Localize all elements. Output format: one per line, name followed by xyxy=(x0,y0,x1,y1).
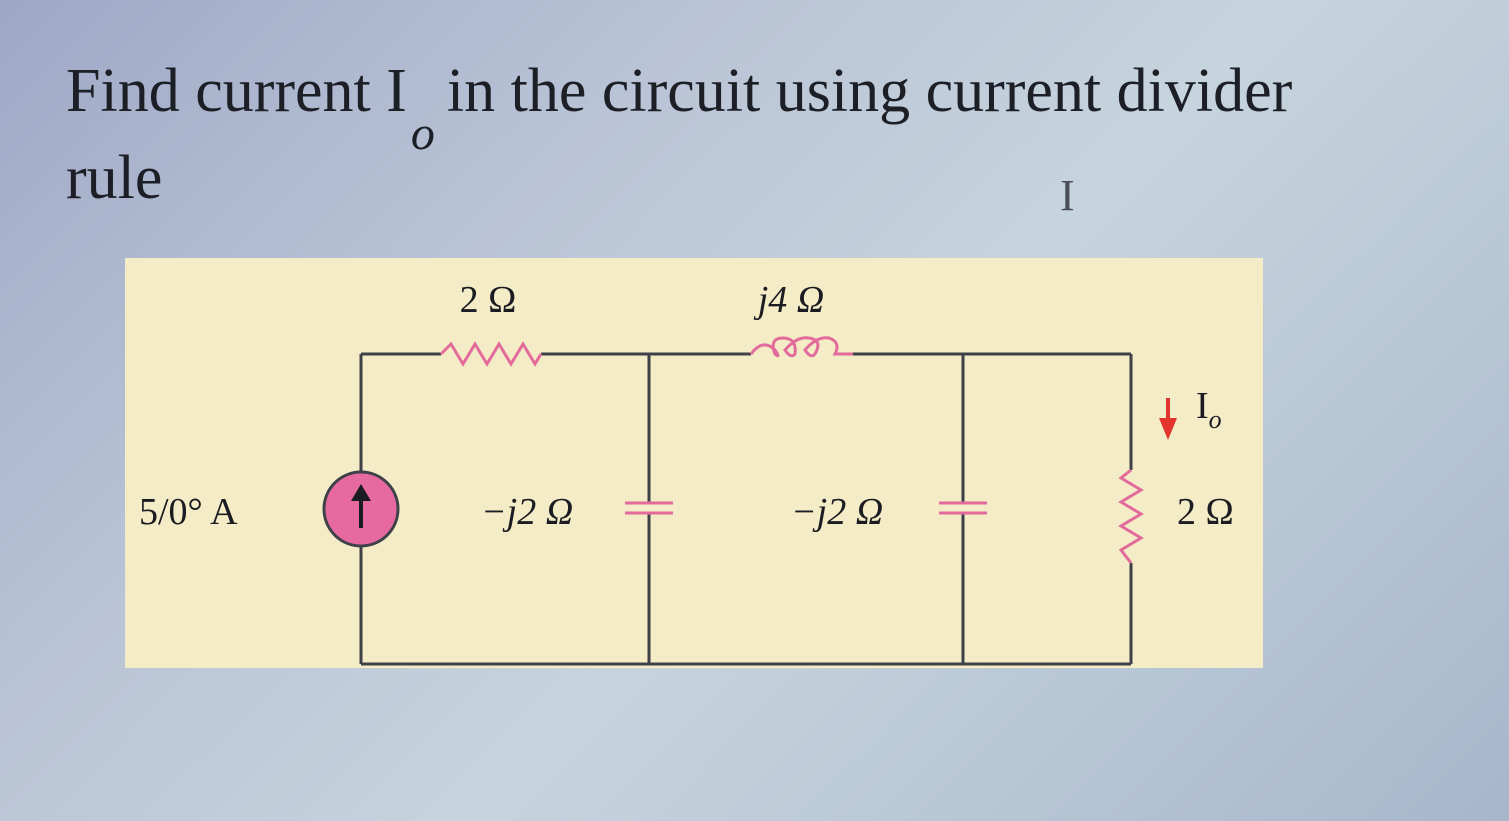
circuit-diagram: 2 Ω j4 Ω 5/0° A −j2 Ω −j2 Ω Io 2 Ω xyxy=(139,279,1234,666)
capacitor2-label: −j2 Ω xyxy=(791,491,883,533)
capacitor2-symbol xyxy=(939,501,987,515)
question-text: Find current Ioin the circuit using curr… xyxy=(66,50,1486,219)
current-label-subscript: o xyxy=(1209,405,1222,434)
current-label: Io xyxy=(1196,385,1222,434)
resistor-right-symbol xyxy=(1118,468,1144,564)
inductor-symbol xyxy=(749,336,853,358)
question-line2: rule xyxy=(66,144,163,212)
circuit-figure: 2 Ω j4 Ω 5/0° A −j2 Ω −j2 Ω Io 2 Ω xyxy=(125,258,1263,668)
resistor-right-label: 2 Ω xyxy=(1177,491,1234,533)
circuit-wires xyxy=(359,352,1133,666)
source-label: 5/0° A xyxy=(139,491,238,533)
resistor-top-label: 2 Ω xyxy=(460,279,517,321)
inductor-label: j4 Ω xyxy=(753,279,825,321)
question-suffix: in the circuit using current divider xyxy=(446,57,1293,125)
text-cursor-icon: I xyxy=(1060,171,1075,220)
source-arrow-head-icon xyxy=(351,484,371,501)
question-prefix: Find current I xyxy=(66,57,407,125)
current-arrow-head-icon xyxy=(1159,418,1177,440)
capacitor1-symbol xyxy=(625,501,673,515)
current-label-main: I xyxy=(1196,385,1209,427)
question-subscript: o xyxy=(410,107,435,160)
capacitor1-label: −j2 Ω xyxy=(481,491,573,533)
resistor-top-symbol xyxy=(439,341,543,367)
